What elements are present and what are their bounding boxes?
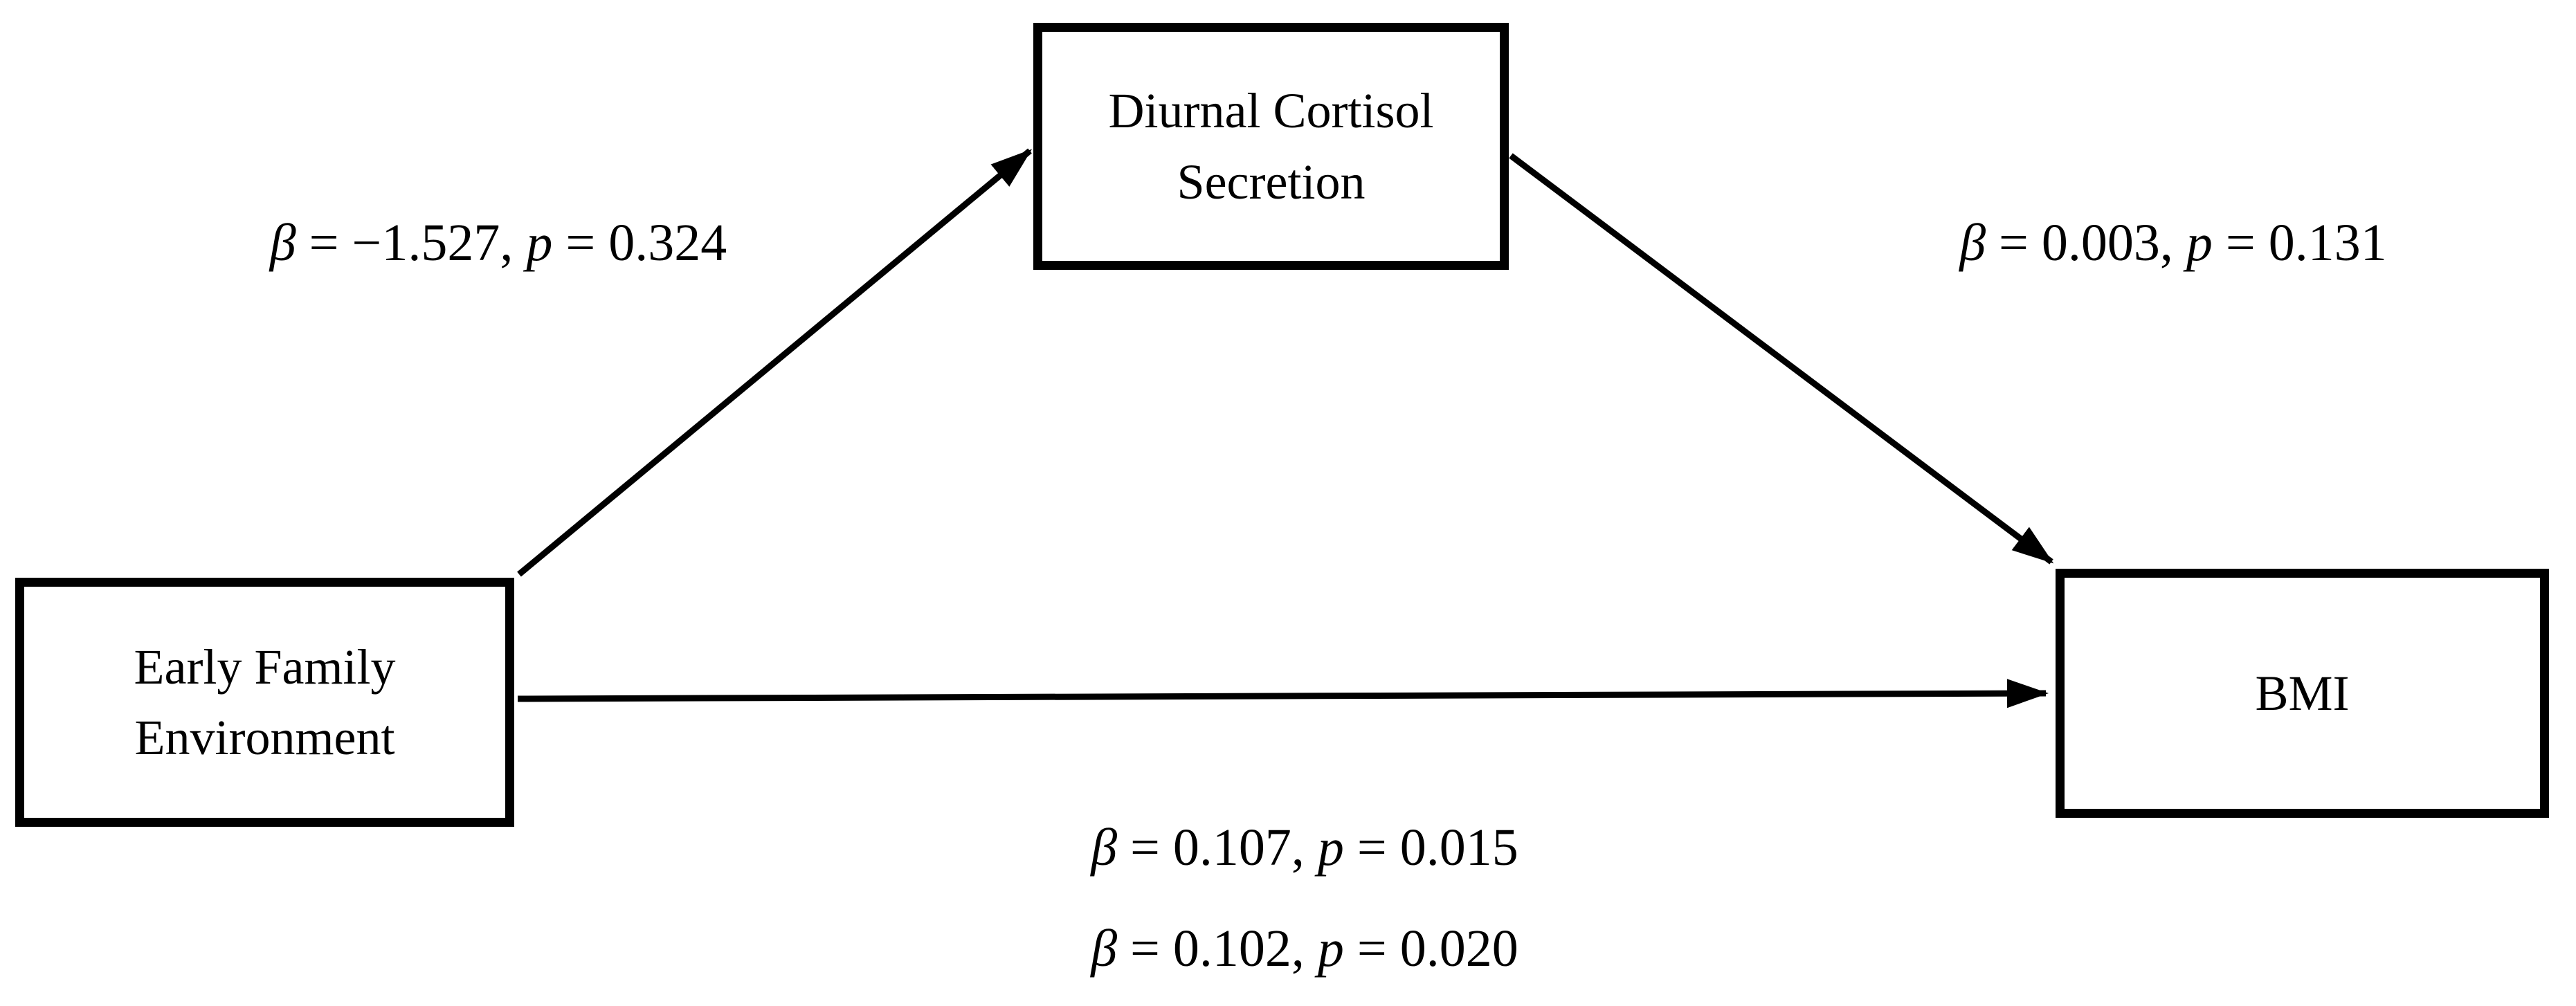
node-outcome-label: BMI [2255,665,2350,721]
p-value: = 0.131 [2212,214,2387,272]
p-value: = 0.324 [552,214,727,272]
beta-symbol: β [1959,214,1986,272]
p-value: = 0.015 [1343,818,1518,877]
beta-value: = 0.102, [1117,920,1318,978]
node-outcome: BMI [2056,569,2549,818]
node-mediator: Diurnal Cortisol Secretion [1033,23,1509,270]
node-predictor: Early Family Environment [15,578,514,827]
path-a-label: β = −1.527, p = 0.324 [208,214,789,273]
beta-symbol: β [269,214,296,272]
arrow-predictor-to-outcome [517,679,2049,708]
beta-value: = 0.003, [1986,214,2186,272]
p-symbol: p [1317,920,1344,978]
node-predictor-label-line2: Environment [134,710,395,765]
path-c-direct-label: β = 0.102, p = 0.020 [1014,920,1595,978]
p-value: = 0.020 [1343,920,1518,978]
arrow-mediator-to-outcome [1509,153,2054,565]
path-c-total-label: β = 0.107, p = 0.015 [1014,818,1595,877]
node-mediator-label-line2: Secretion [1177,154,1366,210]
beta-value: = 0.107, [1117,818,1318,877]
arrow-predictor-to-mediator [517,148,1033,577]
path-b-label: β = 0.003, p = 0.131 [1883,214,2464,273]
p-symbol: p [1317,818,1344,877]
p-symbol: p [526,214,553,272]
p-symbol: p [2186,214,2213,272]
beta-symbol: β [1091,818,1118,877]
node-mediator-label-line1: Diurnal Cortisol [1108,83,1434,139]
beta-value: = −1.527, [296,214,527,272]
beta-symbol: β [1091,920,1118,978]
node-predictor-label-line1: Early Family [134,639,396,695]
